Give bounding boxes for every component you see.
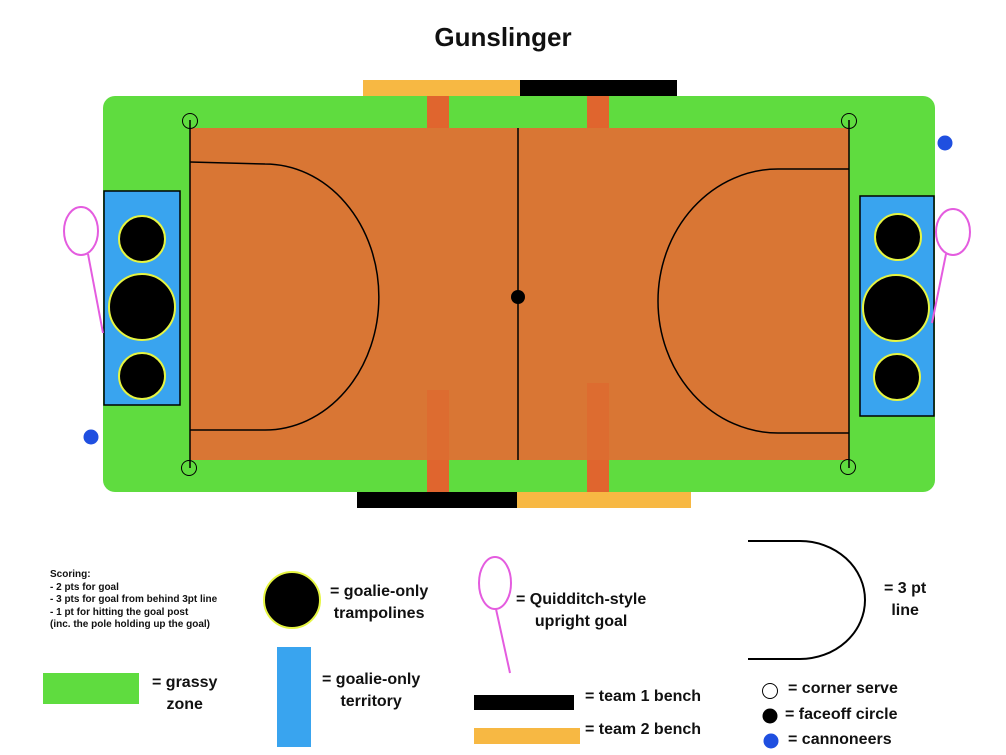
legend-grassy-label: = grassy zone [152, 674, 218, 713]
faceoff-circle [511, 290, 525, 304]
corner-serve-bottom-right [840, 459, 856, 475]
court-stripe-right-mid [587, 383, 609, 460]
trampoline-right-top [874, 213, 922, 261]
team2-bench-bottom [517, 490, 691, 508]
legend-grassy-symbol [43, 673, 139, 704]
trampoline-left-middle [108, 273, 176, 341]
scoring-heading: Scoring: [50, 569, 91, 580]
legend-team2-label: = team 2 bench [585, 721, 702, 738]
goal-right [931, 208, 971, 324]
corner-serve-bottom-left [181, 460, 197, 476]
trampoline-right-bottom [873, 353, 921, 401]
scoring-line: (inc. the pole holding up the goal) [50, 619, 210, 630]
legend-faceoff-label: = faceoff circle [785, 706, 898, 723]
legend-trampoline-symbol [263, 571, 321, 629]
court-stripe-right-top [587, 96, 609, 128]
legend-corner-serve-label: = corner serve [788, 680, 898, 697]
three-pt-line-right [657, 168, 849, 434]
court-stripe-left-top [427, 96, 449, 128]
team1-bench-bottom [357, 490, 517, 508]
legend-team2-symbol [474, 728, 580, 744]
court-stripe-left-mid [427, 390, 449, 460]
scoring-line: - 1 pt for hitting the goal post [50, 606, 189, 618]
team2-bench-top [363, 80, 520, 97]
court-stripe-right-bottom [587, 460, 609, 492]
legend-trampolines-label: = goalie-only trampolines [330, 583, 429, 622]
diagram-title: Gunslinger [434, 22, 572, 52]
legend-cannoneers-label: = cannoneers [788, 731, 892, 748]
team1-bench-top [520, 80, 677, 97]
scoring-line: - 2 pts for goal [50, 581, 119, 593]
legend-territory-label: = goalie-only territory [322, 671, 421, 710]
legend-three-pt-label: = 3 pt line [884, 580, 927, 619]
legend-goal-label: = Quidditch-style upright goal [516, 591, 647, 630]
legend-territory-symbol [277, 647, 311, 747]
trampoline-left-top [118, 215, 166, 263]
legend-goal-symbol [478, 556, 512, 674]
cannoneer-right [937, 135, 953, 151]
trampoline-right-middle [862, 274, 930, 342]
legend-three-pt-symbol [748, 540, 866, 660]
three-pt-line-left [189, 161, 380, 431]
corner-serve-top-right [841, 113, 857, 129]
legend-team1-label: = team 1 bench [585, 688, 702, 705]
scoring-rules: Scoring: - 2 pts for goal - 3 pts for go… [50, 569, 217, 632]
legend-faceoff-symbol [762, 708, 778, 724]
scoring-line: - 3 pts for goal from behind 3pt line [50, 594, 218, 605]
corner-serve-top-left [182, 113, 198, 129]
cannoneer-left [83, 429, 99, 445]
trampoline-left-bottom [118, 352, 166, 400]
court-stripe-left-bottom [427, 460, 449, 492]
legend-corner-serve-symbol [762, 683, 778, 699]
goal-left [63, 206, 104, 334]
legend-cannoneer-symbol [763, 733, 779, 749]
legend-team1-symbol [474, 695, 574, 710]
